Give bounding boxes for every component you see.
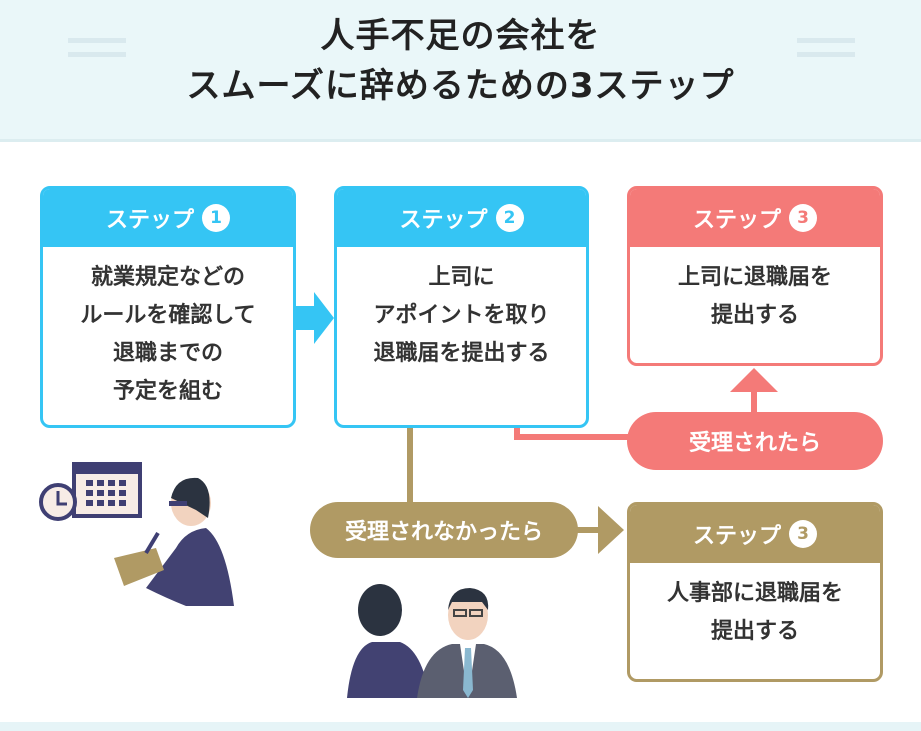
step-2-card: ステップ 2 上司に アポイントを取り 退職届を提出する — [334, 186, 589, 428]
page-title-line1: 人手不足の会社を — [320, 16, 601, 56]
arrow-right-icon — [598, 506, 624, 554]
step-text: 人事部に退職届を 提出する — [666, 581, 843, 644]
page-title-line2: スムーズに辞めるための3ステップ — [186, 66, 735, 106]
meeting-illustration — [347, 584, 517, 698]
step-number: 3 — [789, 520, 817, 548]
step-3-accepted-card: ステップ 3 上司に退職届を 提出する — [627, 186, 883, 366]
step-number: 1 — [202, 204, 230, 232]
decor-line — [68, 38, 126, 43]
step-text: 上司に退職届を 提出する — [677, 265, 832, 328]
arrow-up-icon — [730, 368, 778, 392]
step-label: ステップ — [105, 208, 194, 233]
rejected-pill: 受理されなかったら — [310, 502, 578, 558]
decor-line — [797, 52, 855, 57]
person-planning-illustration — [39, 462, 234, 606]
decor-line — [797, 38, 855, 43]
step-1-card: ステップ 1 就業規定などの ルールを確認して 退職までの 予定を組む — [40, 186, 296, 428]
step-3-rejected-card: ステップ 3 人事部に退職届を 提出する — [627, 502, 883, 682]
step-text: 上司に アポイントを取り 退職届を提出する — [373, 265, 550, 366]
arrow-right-icon — [296, 292, 334, 344]
accepted-line — [514, 428, 640, 440]
header-band — [0, 0, 921, 142]
step-text: 就業規定などの ルールを確認して 退職までの 予定を組む — [80, 265, 256, 404]
step-number: 3 — [789, 204, 817, 232]
step-label: ステップ — [692, 524, 781, 549]
decor-line — [68, 52, 126, 57]
accepted-pill: 受理されたら — [627, 412, 883, 470]
step-number: 2 — [495, 204, 524, 232]
footer-band — [0, 722, 921, 731]
step-label: ステップ — [399, 208, 488, 233]
step-label: ステップ — [692, 208, 781, 233]
